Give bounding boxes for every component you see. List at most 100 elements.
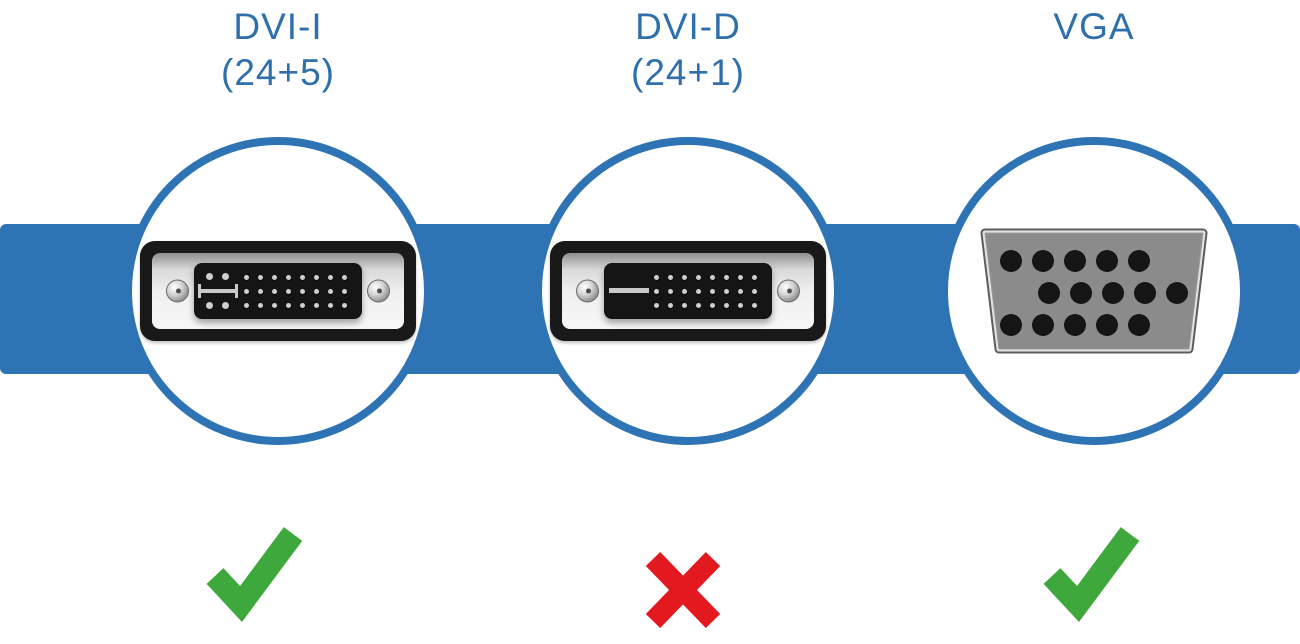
digital-pin <box>342 288 347 294</box>
digital-pin <box>286 288 291 294</box>
vga-hole <box>1070 282 1092 304</box>
screw-hole-right <box>777 279 800 303</box>
vga-hole <box>1166 282 1188 304</box>
digital-pin <box>752 288 757 294</box>
digital-pin <box>696 274 701 280</box>
digital-pin <box>314 302 319 308</box>
digital-pin <box>244 274 249 280</box>
digital-pin <box>682 302 687 308</box>
digital-pin <box>682 288 687 294</box>
digital-pin <box>314 274 319 280</box>
ground-blade-icon <box>609 288 649 293</box>
dvi-d-connector <box>550 241 826 341</box>
label-line-2: (24+1) <box>631 52 745 93</box>
vga-hole <box>1032 314 1054 336</box>
digital-pin <box>654 288 659 294</box>
digital-pin <box>738 274 743 280</box>
digital-pin <box>258 302 263 308</box>
label-line-2: (24+5) <box>221 52 335 93</box>
label-dvi-d: DVI-D (24+1) <box>528 4 848 96</box>
column-vga: VGA <box>934 0 1254 644</box>
vga-hole <box>1096 250 1118 272</box>
column-dvi-i: DVI-I (24+5) <box>118 0 438 644</box>
digital-pin <box>710 302 715 308</box>
vga-hole <box>1000 314 1022 336</box>
digital-pin <box>738 302 743 308</box>
vga-connector <box>980 228 1208 354</box>
analog-pin <box>206 302 213 309</box>
digital-pin <box>300 302 305 308</box>
analog-pin-section <box>604 263 652 319</box>
vga-hole <box>1038 282 1060 304</box>
digital-pin <box>342 274 347 280</box>
digital-pin <box>724 302 729 308</box>
digital-pin <box>258 288 263 294</box>
vga-hole <box>1128 314 1150 336</box>
analog-pin <box>222 273 229 280</box>
vga-hole <box>1064 250 1086 272</box>
screw-hole-right <box>367 279 390 303</box>
digital-pin <box>696 302 701 308</box>
digital-pin <box>314 288 319 294</box>
digital-pin <box>272 274 277 280</box>
vga-hole <box>1000 250 1022 272</box>
digital-pin <box>272 302 277 308</box>
digital-pin <box>696 288 701 294</box>
column-dvi-d: DVI-D (24+1) <box>528 0 848 644</box>
circle-vga <box>940 137 1248 445</box>
circle-dvi-i <box>124 137 432 445</box>
digital-pin <box>654 302 659 308</box>
label-line-1: DVI-D <box>635 6 741 47</box>
connector-faceplate <box>562 253 814 329</box>
vga-hole <box>1064 314 1086 336</box>
digital-pin <box>328 302 333 308</box>
digital-pin <box>682 274 687 280</box>
check-icon <box>206 527 303 622</box>
digital-pin <box>654 274 659 280</box>
digital-pin <box>668 274 673 280</box>
digital-pin <box>724 274 729 280</box>
pin-block <box>604 263 772 319</box>
vga-hole <box>1128 250 1150 272</box>
ground-blade-icon <box>198 284 238 298</box>
digital-pin <box>752 302 757 308</box>
digital-pin <box>752 274 757 280</box>
digital-pin <box>328 288 333 294</box>
digital-pin <box>668 288 673 294</box>
label-vga: VGA <box>934 4 1254 50</box>
vga-hole <box>1032 250 1054 272</box>
screw-hole-left <box>166 279 189 303</box>
vga-hole <box>1102 282 1124 304</box>
vga-hole-grid <box>1000 250 1188 336</box>
digital-pin <box>272 288 277 294</box>
digital-pin <box>724 288 729 294</box>
digital-pin <box>258 274 263 280</box>
analog-pin <box>222 302 229 309</box>
connector-faceplate <box>152 253 404 329</box>
label-dvi-i: DVI-I (24+5) <box>118 4 438 96</box>
digital-pin <box>244 288 249 294</box>
pin-block <box>194 263 362 319</box>
analog-pin-section <box>194 263 242 319</box>
digital-pin <box>244 302 249 308</box>
dvi-i-connector <box>140 241 416 341</box>
digital-pin <box>286 274 291 280</box>
digital-pin <box>738 288 743 294</box>
digital-pin <box>668 302 673 308</box>
label-line-1: DVI-I <box>233 6 323 47</box>
vga-hole <box>1134 282 1156 304</box>
cross-icon <box>645 552 721 628</box>
digital-pin <box>342 302 347 308</box>
vga-hole <box>1096 314 1118 336</box>
digital-pin <box>286 302 291 308</box>
analog-pin <box>206 273 213 280</box>
digital-pin-grid <box>244 274 347 308</box>
digital-pin <box>710 274 715 280</box>
digital-pin <box>300 288 305 294</box>
digital-pin-grid <box>654 274 757 308</box>
circle-dvi-d <box>534 137 842 445</box>
check-icon <box>1043 527 1140 622</box>
screw-hole-left <box>576 279 599 303</box>
digital-pin <box>300 274 305 280</box>
label-line-1: VGA <box>1053 6 1135 47</box>
